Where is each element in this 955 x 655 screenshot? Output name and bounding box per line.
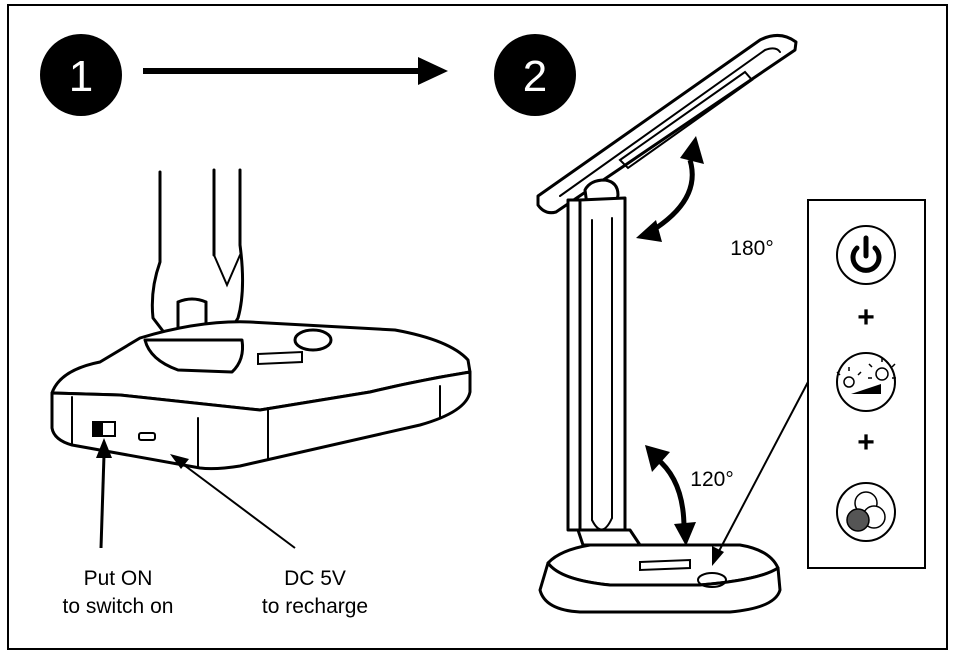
color-temperature-icon	[846, 491, 886, 532]
plus-sign-1: +	[857, 301, 875, 334]
dc-label-line1: DC 5V	[284, 567, 346, 590]
switch-label-line1: Put ON	[84, 567, 153, 590]
step-2-badge: 2	[494, 34, 576, 116]
dc-label-line2: to recharge	[262, 595, 368, 618]
head-rotation-arrow	[636, 136, 704, 242]
step-1-badge: 1	[40, 34, 122, 116]
switch-label-line2: to switch on	[63, 595, 174, 618]
step-2-number: 2	[523, 52, 547, 101]
power-icon	[850, 235, 882, 273]
base-rotation-arrow	[645, 445, 696, 546]
brightness-icon	[836, 358, 896, 394]
diagram-border	[7, 4, 948, 650]
switch-pointer	[96, 438, 112, 549]
lamp-base-closeup	[50, 168, 472, 471]
step-1-number: 1	[69, 52, 93, 101]
angle-head-label: 180°	[730, 237, 773, 260]
lamp-full	[536, 34, 798, 614]
dc-pointer	[170, 454, 296, 549]
brightness-button	[836, 352, 896, 412]
color-temperature-button	[836, 482, 896, 542]
power-button	[836, 225, 896, 285]
angle-base-label: 120°	[690, 468, 733, 491]
plus-sign-2: +	[857, 426, 875, 459]
control-pointer	[712, 381, 809, 566]
control-panel: + +	[807, 199, 926, 569]
step-arrow	[143, 57, 448, 85]
